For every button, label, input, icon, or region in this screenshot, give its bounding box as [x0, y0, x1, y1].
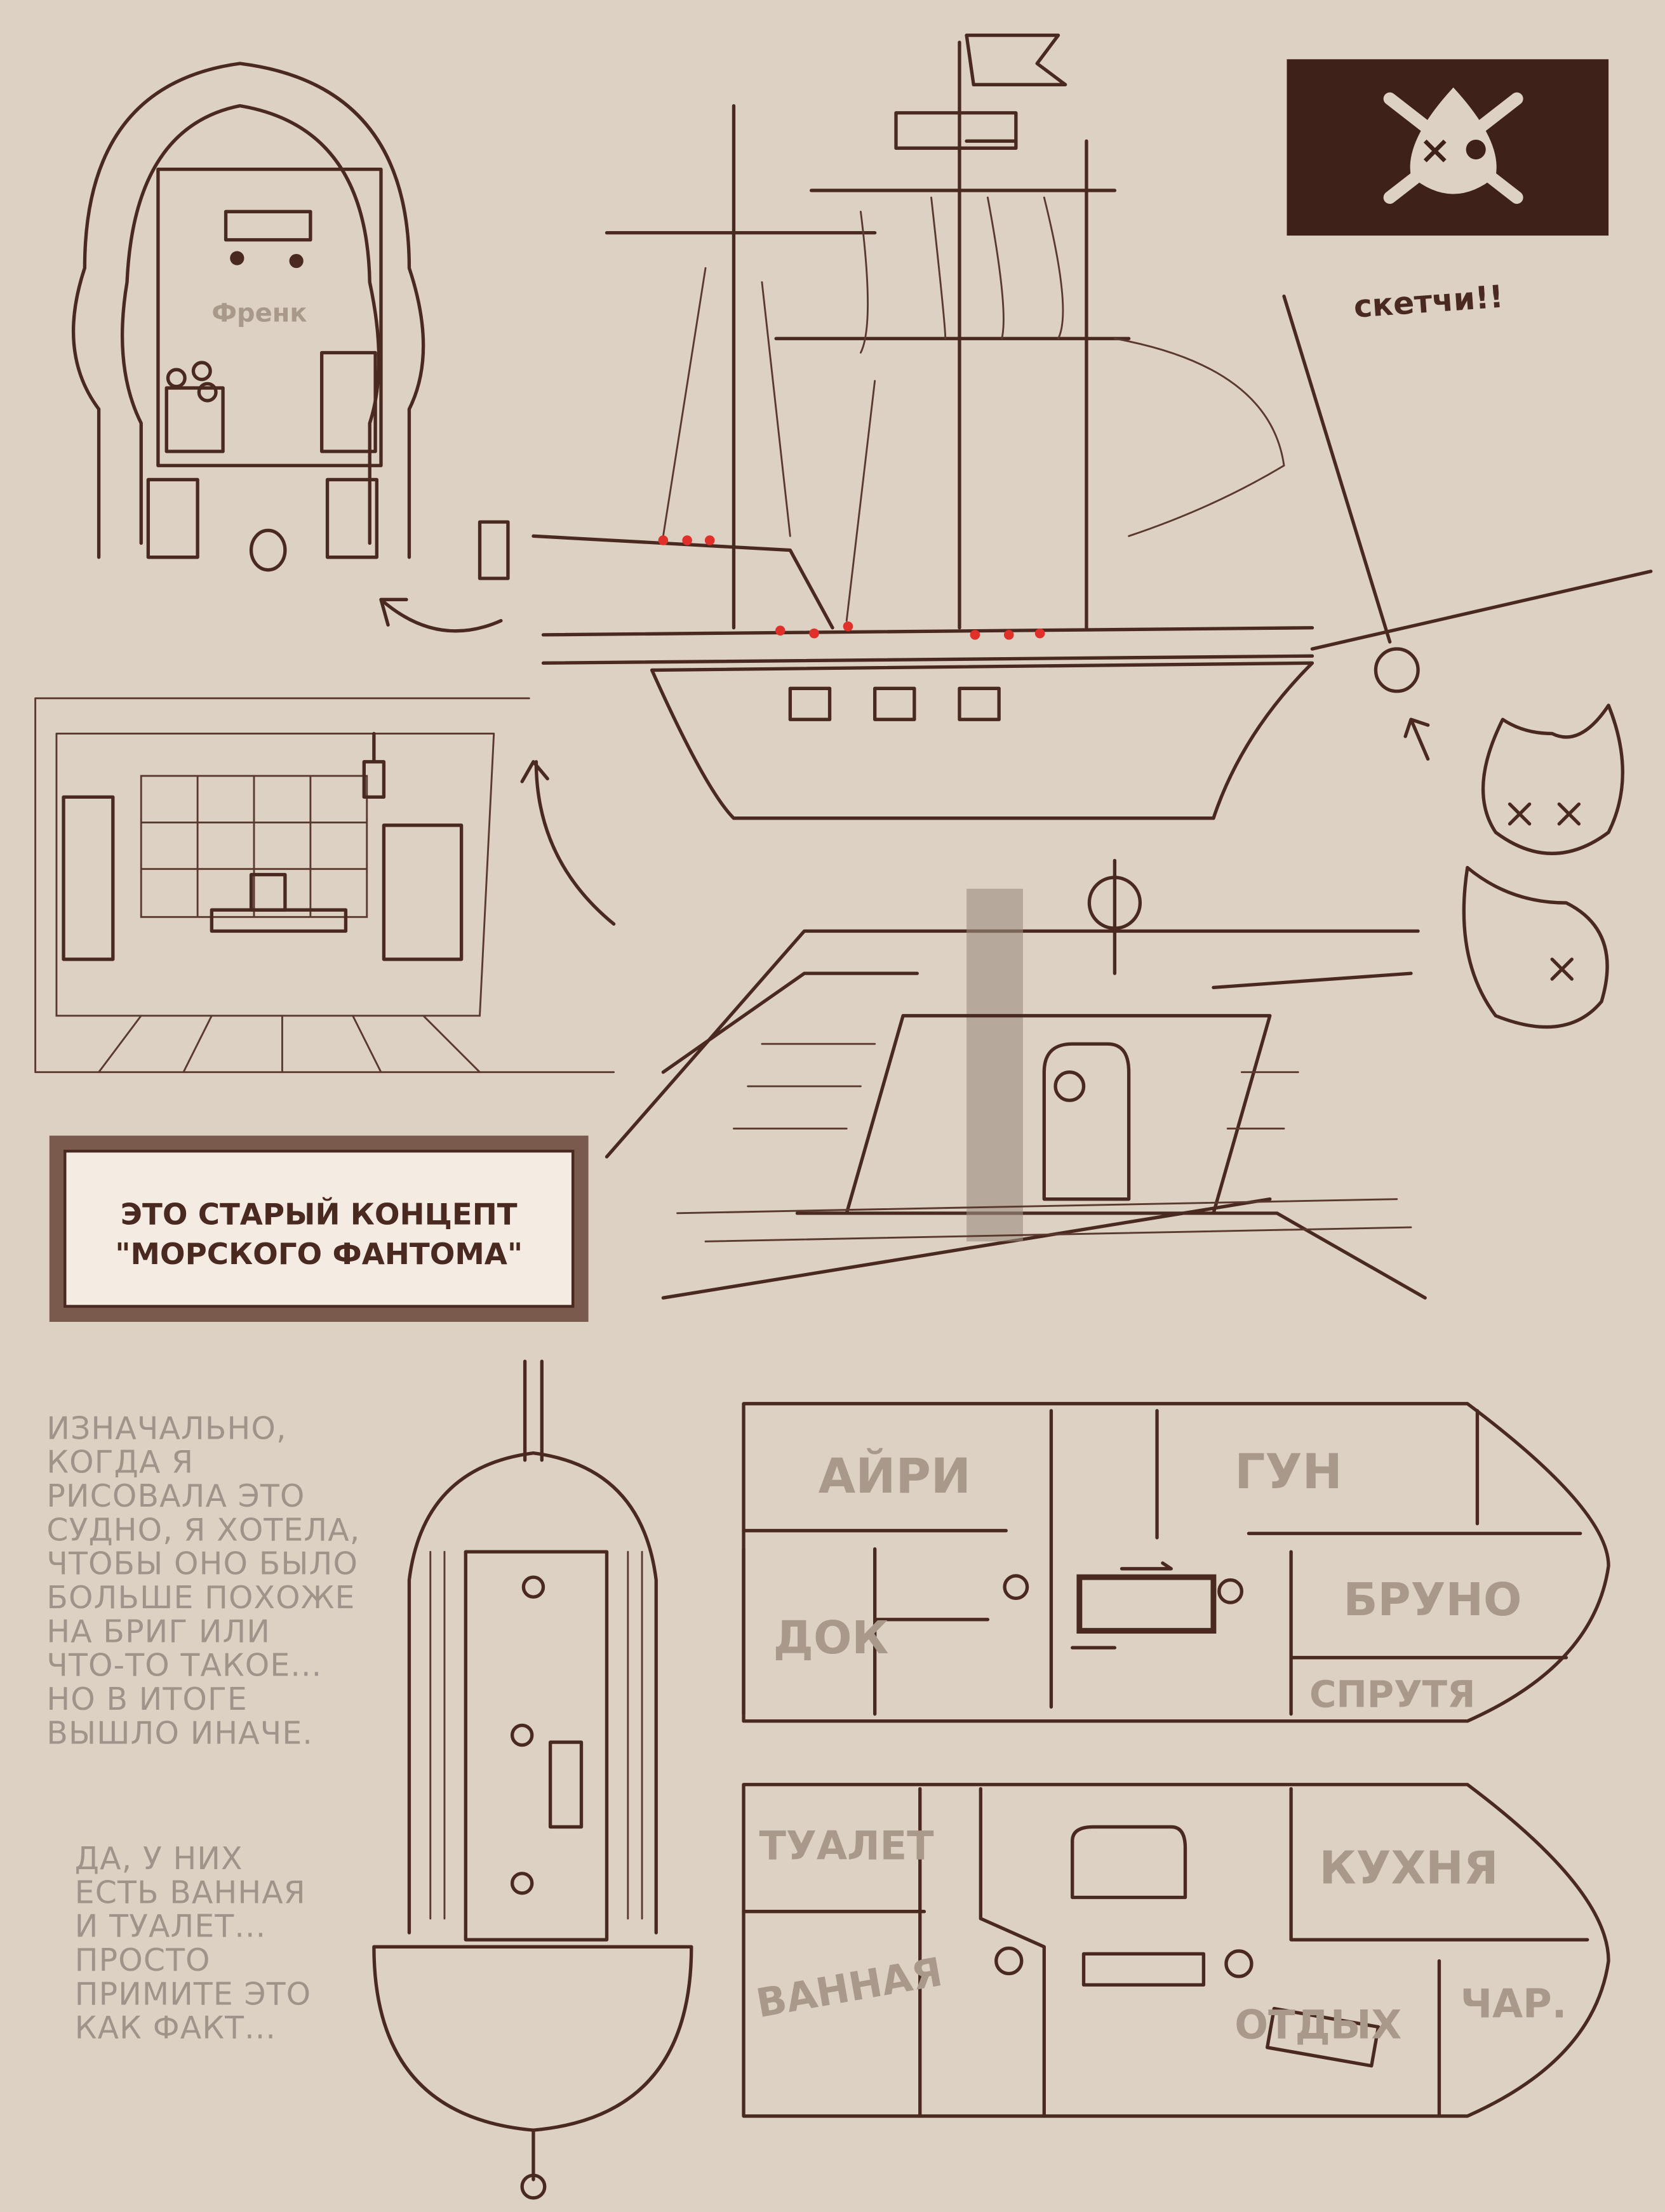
note-line: НО В ИТОГЕ [46, 1681, 248, 1717]
note-line: И ТУАЛЕТ... [75, 1909, 267, 1945]
deck-perspective-sketch [605, 858, 1427, 1300]
sketches-note: скетчи!! [1353, 279, 1504, 325]
skull-emblem-sketches [1462, 703, 1624, 1029]
room-label-char: ЧАР. [1461, 1980, 1567, 2027]
note-line: НА БРИГ ИЛИ [46, 1613, 271, 1649]
room-label-kitchen: КУХНЯ [1320, 1841, 1499, 1894]
note-line: ВЫШЛО ИНАЧЕ. [46, 1715, 313, 1751]
room-label-airi: АЙРИ [819, 1448, 971, 1504]
note-line: ЧТО-ТО ТАКОЕ... [46, 1648, 322, 1684]
room-label-bruno: БРУНО [1343, 1573, 1521, 1626]
title-line-2: "МОРСКОГО ФАНТОМА" [115, 1237, 523, 1272]
note-intro: ИЗНАЧАЛЬНО, КОГДА Я РИСОВАЛА ЭТО СУДНО, … [46, 1410, 360, 1751]
room-label-dok: ДОК [773, 1611, 889, 1664]
note-line: ПРОСТО [75, 1942, 211, 1978]
note-line: ИЗНАЧАЛЬНО, [46, 1410, 286, 1446]
note-line: КАК ФАКТ... [75, 2010, 276, 2046]
note-line: ЕСТЬ ВАННАЯ [75, 1874, 306, 1910]
room-label-toilet: ТУАЛЕТ [759, 1823, 934, 1869]
note-line: ЧТОБЫ ОНО БЫЛО [46, 1546, 358, 1582]
note-line: РИСОВАЛА ЭТО [46, 1478, 305, 1514]
note-line: СУДНО, Я ХОТЕЛА, [46, 1512, 360, 1548]
room-label-bathroom: ВАННАЯ [752, 1949, 946, 2027]
room-label-gun: ГУН [1234, 1444, 1342, 1500]
cabin-interior-sketch [34, 697, 616, 1074]
jolly-roger-flag [1287, 59, 1609, 236]
note-line: ДА, У НИХ [75, 1841, 243, 1877]
room-label-sprutya: СПРУТЯ [1309, 1673, 1476, 1716]
title-line-1: ЭТО СТАРЫЙ КОНЦЕПТ [121, 1197, 518, 1232]
cabin-label: Френк [211, 299, 307, 328]
upper-deck-plan: АЙРИ ГУН ДОК БРУНО СПРУТЯ [742, 1402, 1610, 1723]
cabin-floorplan-sketch: Френк [72, 62, 503, 633]
note-line: ПРИМИТЕ ЭТО [75, 1976, 311, 2012]
note-line: БОЛЬШЕ ПОХОЖЕ [46, 1580, 355, 1616]
ship-side-sketch [478, 33, 1653, 820]
room-label-rest: ОТДЫХ [1234, 2002, 1401, 2048]
note-line: КОГДА Я [46, 1444, 194, 1481]
ship-topdown-sketch [372, 1359, 693, 2200]
note-bath: ДА, У НИХ ЕСТЬ ВАННАЯ И ТУАЛЕТ... ПРОСТО… [75, 1841, 311, 2046]
lower-deck-plan: ТУАЛЕТ КУХНЯ ВАННАЯ ОТДЫХ ЧАР. [742, 1783, 1610, 2118]
title-box: ЭТО СТАРЫЙ КОНЦЕПТ "МОРСКОГО ФАНТОМА" [49, 1135, 589, 1322]
